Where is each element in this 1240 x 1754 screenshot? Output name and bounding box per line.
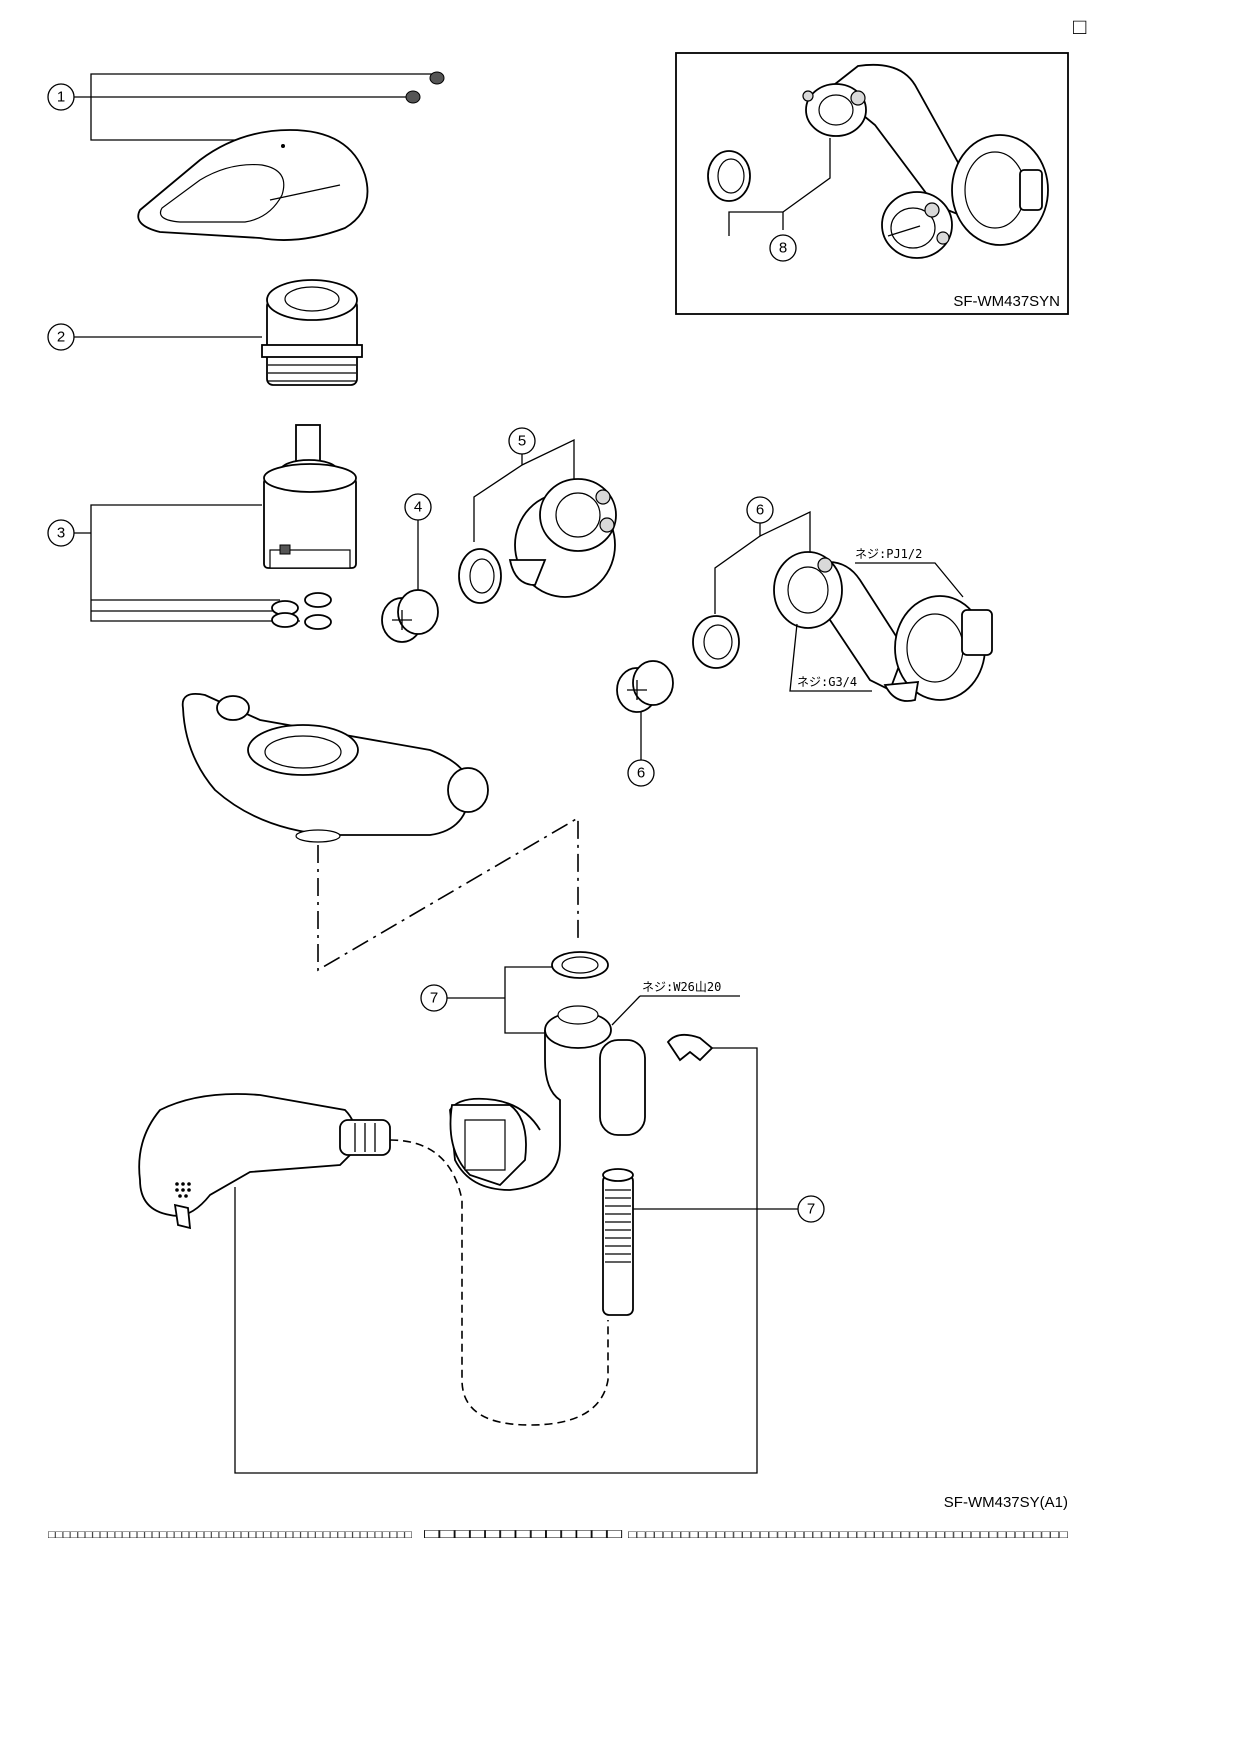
- callout-2: [47, 323, 75, 351]
- callout-5: [797, 1195, 825, 1223]
- retaining-clip: [234, 1033, 758, 1474]
- part-5-hose-fitting: 7: [602, 1168, 825, 1316]
- thread-label-w26: ネジ:W26山20: [642, 980, 721, 994]
- part-7-union-elbow-right: 6 ネジ:PJ1/2 ネジ:G3/4: [692, 496, 993, 702]
- callout-2-label: 2: [57, 329, 65, 346]
- inset-frame: [675, 52, 1069, 315]
- part-2-cap-nut: 2: [47, 279, 363, 386]
- inset-box-syn-variant: 8 SF-WM437SYN: [675, 52, 1069, 315]
- callout-7-upper-label: 5: [518, 433, 526, 450]
- thread-label-g34: ネジ:G3/4: [797, 675, 857, 689]
- callout-3-label: 3: [57, 525, 65, 542]
- hose-path-dashed: [389, 1139, 609, 1426]
- callout-1: [47, 83, 75, 111]
- part-3-cartridge: 3: [47, 424, 357, 630]
- footer-strip-right: □□□□□□□□□□□□□□□□□□□□□□□□□□□□□□□□□□□□□□□□…: [628, 1529, 1068, 1541]
- inset-model-label: SF-WM437SYN: [953, 293, 1060, 310]
- footer-strip-middle: □□□□□□□□□□□□□: [424, 1526, 622, 1541]
- callout-7-right-label: 6: [756, 502, 764, 519]
- thread-label-pj12: ネジ:PJ1/2: [855, 547, 922, 561]
- faucet-body: [181, 693, 489, 843]
- pull-out-shower-head: [138, 1093, 391, 1230]
- cap-screw-b: [405, 90, 421, 104]
- callout-6-upper-label: 4: [414, 499, 422, 516]
- assembly-guide-lines: [317, 816, 579, 972]
- callout-6-lower-label: 6: [637, 765, 645, 782]
- footer-strip-left: □□□□□□□□□□□□□□□□□□□□□□□□□□□□□□□□□□□□□□□□…: [48, 1529, 412, 1541]
- part-6-check-valve-lower: 6: [616, 660, 674, 787]
- inset-elbow-union: [802, 63, 1049, 259]
- exploded-parts-drawing: □ 8 SF-WM437SYN: [47, 14, 1086, 1541]
- callout-5-label: 7: [807, 1201, 815, 1218]
- callout-4-label: 7: [430, 990, 438, 1007]
- callout-6-lower: [627, 759, 655, 787]
- cap-screw-a: [429, 71, 445, 85]
- footer-strip: □□□□□□□□□□□□□□□□□□□□□□□□□□□□□□□□□□□□□□□□…: [48, 1526, 1068, 1541]
- part-1-lever-handle: 1: [47, 71, 445, 241]
- part-4-spout-base: 7 ネジ:W26山20: [420, 951, 740, 1191]
- corner-mark: □: [1073, 14, 1086, 39]
- parts-diagram-page: □ 8 SF-WM437SYN: [47, 14, 1087, 1541]
- callout-8: [769, 234, 797, 262]
- part-7-union-elbow-upper: 5: [458, 427, 617, 604]
- model-code-label: SF-WM437SY(A1): [944, 1494, 1068, 1511]
- callout-8-label: 8: [779, 240, 787, 257]
- part-6-check-valve-upper: 4: [381, 493, 439, 643]
- callout-1-label: 1: [57, 89, 65, 106]
